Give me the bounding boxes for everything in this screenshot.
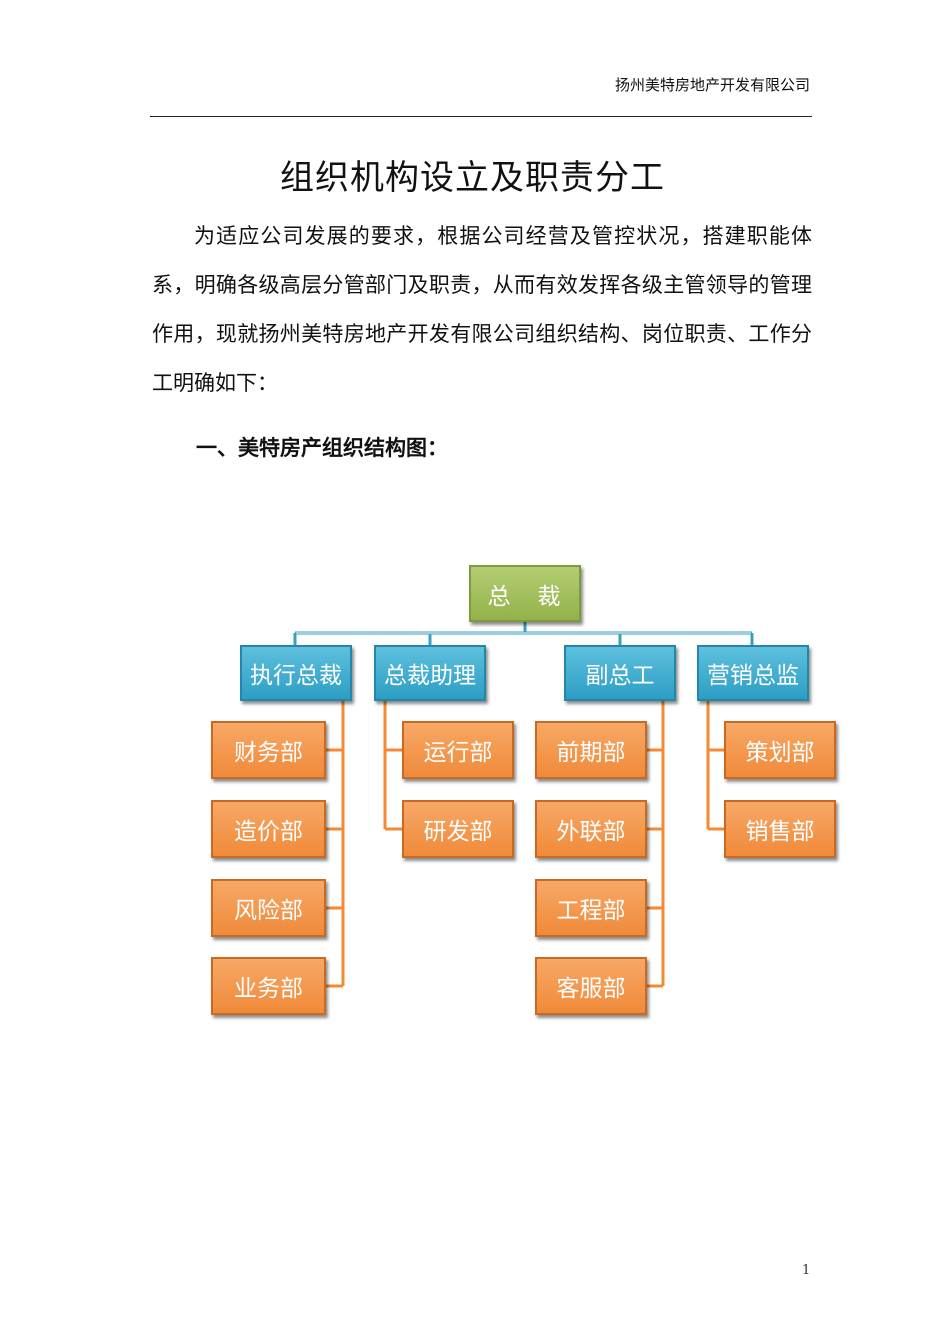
page-title: 组织机构设立及职责分工 bbox=[280, 158, 665, 198]
org-node-customer-service-dept: 客服部 bbox=[535, 957, 647, 1015]
org-node-label: 风险部 bbox=[234, 898, 303, 924]
page-number: 1 bbox=[802, 1263, 811, 1278]
org-node-business-dept: 业务部 bbox=[211, 957, 326, 1015]
org-node-preliminary-dept: 前期部 bbox=[535, 721, 647, 779]
org-node-label: 业务部 bbox=[234, 976, 303, 1002]
org-node-finance-dept: 财务部 bbox=[211, 721, 326, 779]
exec-connectors bbox=[293, 622, 754, 645]
org-node-label: 财务部 bbox=[234, 740, 303, 766]
org-node-label: 前期部 bbox=[556, 740, 626, 766]
org-node-planning-dept: 策划部 bbox=[724, 721, 836, 779]
org-node-label: 执行总裁 bbox=[250, 663, 342, 689]
section-heading-org-chart: 一、美特房产组织结构图： bbox=[196, 435, 448, 460]
org-node-president-assistant: 总裁助理 bbox=[374, 645, 486, 701]
org-node-label: 研发部 bbox=[423, 819, 493, 845]
org-node-label: 营销总监 bbox=[707, 663, 799, 689]
org-node-rnd-dept: 研发部 bbox=[402, 800, 514, 858]
org-node-deputy-chief-engineer: 副总工 bbox=[564, 645, 676, 701]
dept-connectors bbox=[326, 701, 724, 988]
org-node-label: 总裁助理 bbox=[384, 663, 476, 689]
org-node-label: 副总工 bbox=[585, 663, 655, 689]
org-node-president-label: 总 裁 bbox=[487, 583, 563, 610]
org-node-label: 外联部 bbox=[556, 819, 626, 845]
org-node-label: 客服部 bbox=[556, 976, 626, 1002]
org-node-label: 工程部 bbox=[556, 898, 626, 924]
org-node-operations-dept: 运行部 bbox=[402, 721, 514, 779]
org-node-engineering-dept: 工程部 bbox=[535, 879, 647, 937]
org-node-costing-dept: 造价部 bbox=[211, 800, 326, 858]
org-node-sales-dept: 销售部 bbox=[724, 800, 836, 858]
org-node-president: 总 裁 bbox=[469, 565, 581, 622]
header-rule bbox=[150, 116, 812, 117]
header-company: 扬州美特房地产开发有限公司 bbox=[614, 76, 810, 94]
org-node-label: 造价部 bbox=[234, 819, 303, 845]
org-node-risk-dept: 风险部 bbox=[211, 879, 326, 937]
org-node-label: 策划部 bbox=[745, 740, 815, 766]
org-node-label: 销售部 bbox=[745, 819, 815, 845]
org-node-external-relations-dept: 外联部 bbox=[535, 800, 647, 858]
org-node-executive-president: 执行总裁 bbox=[240, 645, 352, 701]
org-node-label: 运行部 bbox=[423, 740, 493, 766]
org-node-marketing-director: 营销总监 bbox=[697, 645, 809, 701]
intro-paragraph: 为适应公司发展的要求，根据公司经营及管控状况，搭建职能体系，明确各级高层分管部门… bbox=[152, 224, 812, 395]
